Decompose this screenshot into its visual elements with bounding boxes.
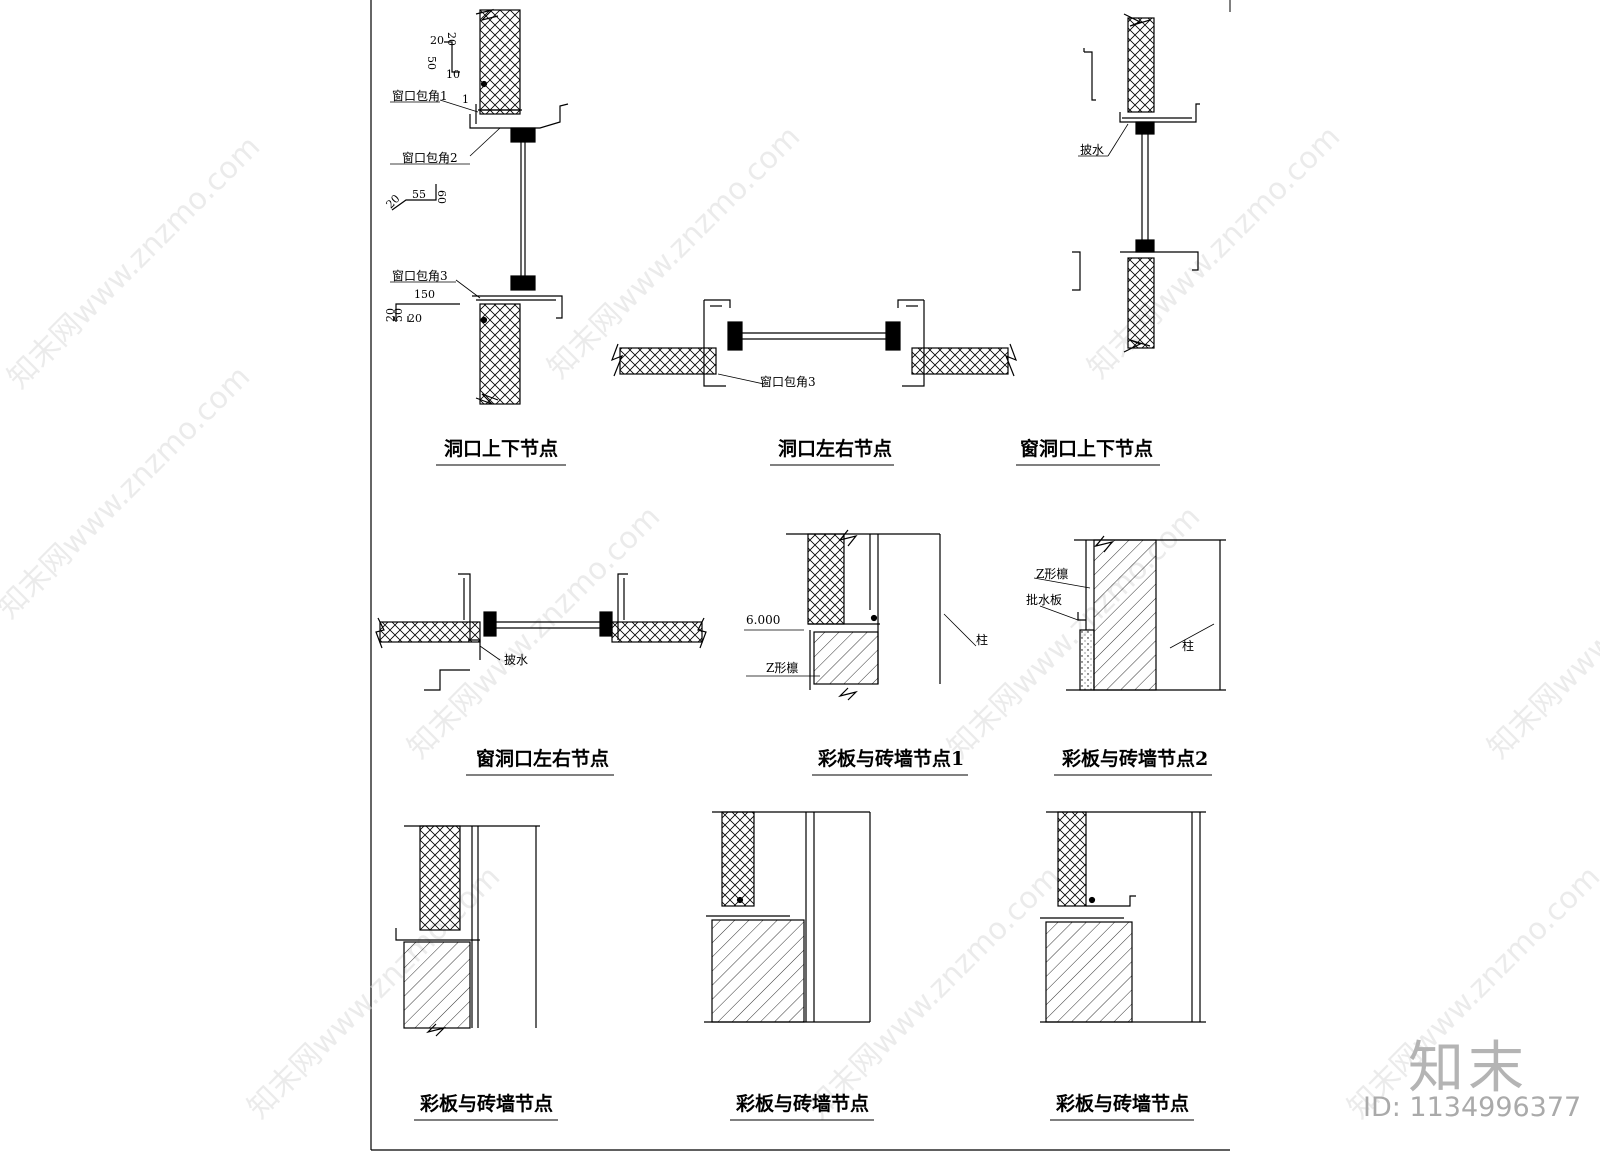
dim-55: 55 (412, 188, 426, 201)
label-z-purlin: Z形檩 (1036, 566, 1068, 581)
label-column: 柱 (1182, 638, 1194, 653)
watermark-text: 知末网www.znzmo.com (1481, 499, 1600, 765)
watermark-text: 知末网www.znzmo.com (1, 129, 267, 395)
caption-opening-left-right: 洞口左右节点 (778, 437, 892, 460)
dim-20: 20 (384, 308, 397, 322)
caption-panel-brick-2: 彩板与砖墙节点2 (1061, 747, 1208, 770)
dim-150: 150 (414, 288, 435, 301)
label-elevation: 6.000 (746, 613, 780, 627)
detail-panel-brick-1 (744, 529, 977, 701)
label-drip: 披水 (504, 653, 528, 667)
label-window-corner-3b: 窗口包角3 (760, 375, 816, 389)
detail-window-opening-top-bottom (1072, 13, 1200, 353)
dim-20: 20 (408, 312, 422, 325)
label-window-corner-2: 窗口包角2 (402, 151, 458, 165)
label-window-corner-3: 窗口包角3 (392, 269, 448, 283)
label-drip-board: 批水板 (1026, 592, 1062, 607)
detail-window-opening-left-right (375, 573, 707, 691)
detail-opening-left-right (610, 299, 1018, 387)
brand-watermark: 知末 (1408, 1036, 1528, 1101)
detail-panel-brick-8 (704, 811, 871, 1023)
captions (414, 464, 1212, 1121)
caption-window-opening-left-right: 窗洞口左右节点 (476, 747, 609, 770)
watermark-text: 知末网www.znzmo.com (0, 359, 257, 625)
label-drip: 披水 (1080, 143, 1104, 157)
sheet-frame (370, 0, 1231, 1151)
dim-20: 20 (430, 34, 444, 47)
dim-10: 10 (446, 68, 460, 81)
dim-20: 20 (445, 32, 458, 46)
dim-20: 20 (384, 192, 403, 211)
dim-50: 50 (425, 56, 438, 70)
dim-1: 1 (462, 93, 469, 106)
label-column: 柱 (976, 632, 988, 647)
caption-opening-top-bottom: 洞口上下节点 (444, 438, 558, 460)
detail-panel-brick-2 (1033, 535, 1226, 691)
detail-6-text: Z形檩 批水板 柱 (1026, 566, 1194, 653)
caption-panel-brick: 彩板与砖墙节点 (419, 1092, 553, 1115)
caption-window-opening-top-bottom: 窗洞口上下节点 (1020, 437, 1153, 460)
label-z-purlin: Z形檩 (766, 660, 798, 675)
caption-panel-brick: 彩板与砖墙节点 (1055, 1092, 1189, 1115)
caption-panel-brick-1: 彩板与砖墙节点1 (817, 747, 964, 770)
detail-opening-top-bottom (390, 8, 569, 405)
dim-60: 60 (435, 190, 448, 204)
caption-panel-brick: 彩板与砖墙节点 (735, 1092, 869, 1115)
image-id-watermark: ID: 1134996377 (1363, 1092, 1582, 1123)
label-window-corner-1: 窗口包角1 (392, 89, 448, 103)
detail-panel-brick-9 (1040, 811, 1206, 1023)
watermark-text: 知末网www.znzmo.com (541, 119, 807, 385)
detail-panel-brick-7 (395, 825, 540, 1037)
dim-50: 50 (392, 308, 405, 322)
watermark-text: 知末网www.znzmo.com (801, 859, 1067, 1125)
detail-1-text: 20 20 50 10 1 窗口包角1 窗口包角2 20 55 60 窗口包角3… (384, 32, 469, 325)
detail-5-text: 6.000 Z形檩 柱 (746, 613, 988, 675)
